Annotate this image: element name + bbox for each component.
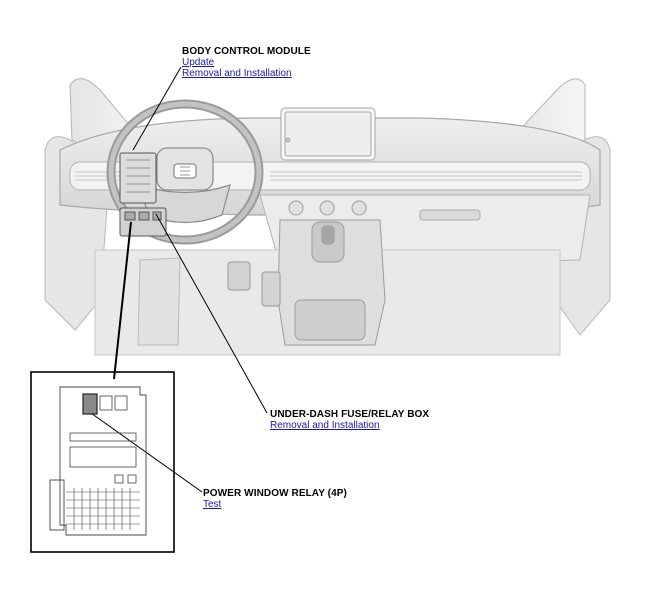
center-console [277, 219, 386, 346]
climate-knobs [288, 200, 367, 216]
link-bcm-update[interactable]: Update [182, 57, 215, 68]
callout-title-relay: POWER WINDOW RELAY (4P) [203, 488, 347, 499]
callout-body-control-module: BODY CONTROL MODULE Update Removal and I… [182, 46, 311, 79]
glovebox-handle [419, 209, 481, 221]
leader-lines [87, 66, 268, 493]
body-control-module [119, 152, 157, 204]
display-screen [280, 107, 376, 161]
pedals [227, 261, 281, 307]
link-relay-test[interactable]: Test [203, 499, 222, 510]
callout-title-underdash: UNDER-DASH FUSE/RELAY BOX [270, 409, 430, 420]
vent-louvres [75, 171, 582, 181]
callout-power-window-relay: POWER WINDOW RELAY (4P) Test [203, 488, 347, 510]
callout-title-bcm: BODY CONTROL MODULE [182, 46, 311, 57]
link-underdash-removal-installation[interactable]: Removal and Installation [270, 420, 380, 431]
callout-under-dash-fuse-box: UNDER-DASH FUSE/RELAY BOX Removal and In… [270, 409, 429, 431]
link-bcm-removal-installation[interactable]: Removal and Installation [182, 68, 292, 79]
power-window-relay-highlight [82, 393, 98, 415]
floor-mat [137, 257, 181, 346]
under-dash-fuse-box [119, 207, 167, 237]
inset-fuse-box-detail [30, 371, 175, 553]
